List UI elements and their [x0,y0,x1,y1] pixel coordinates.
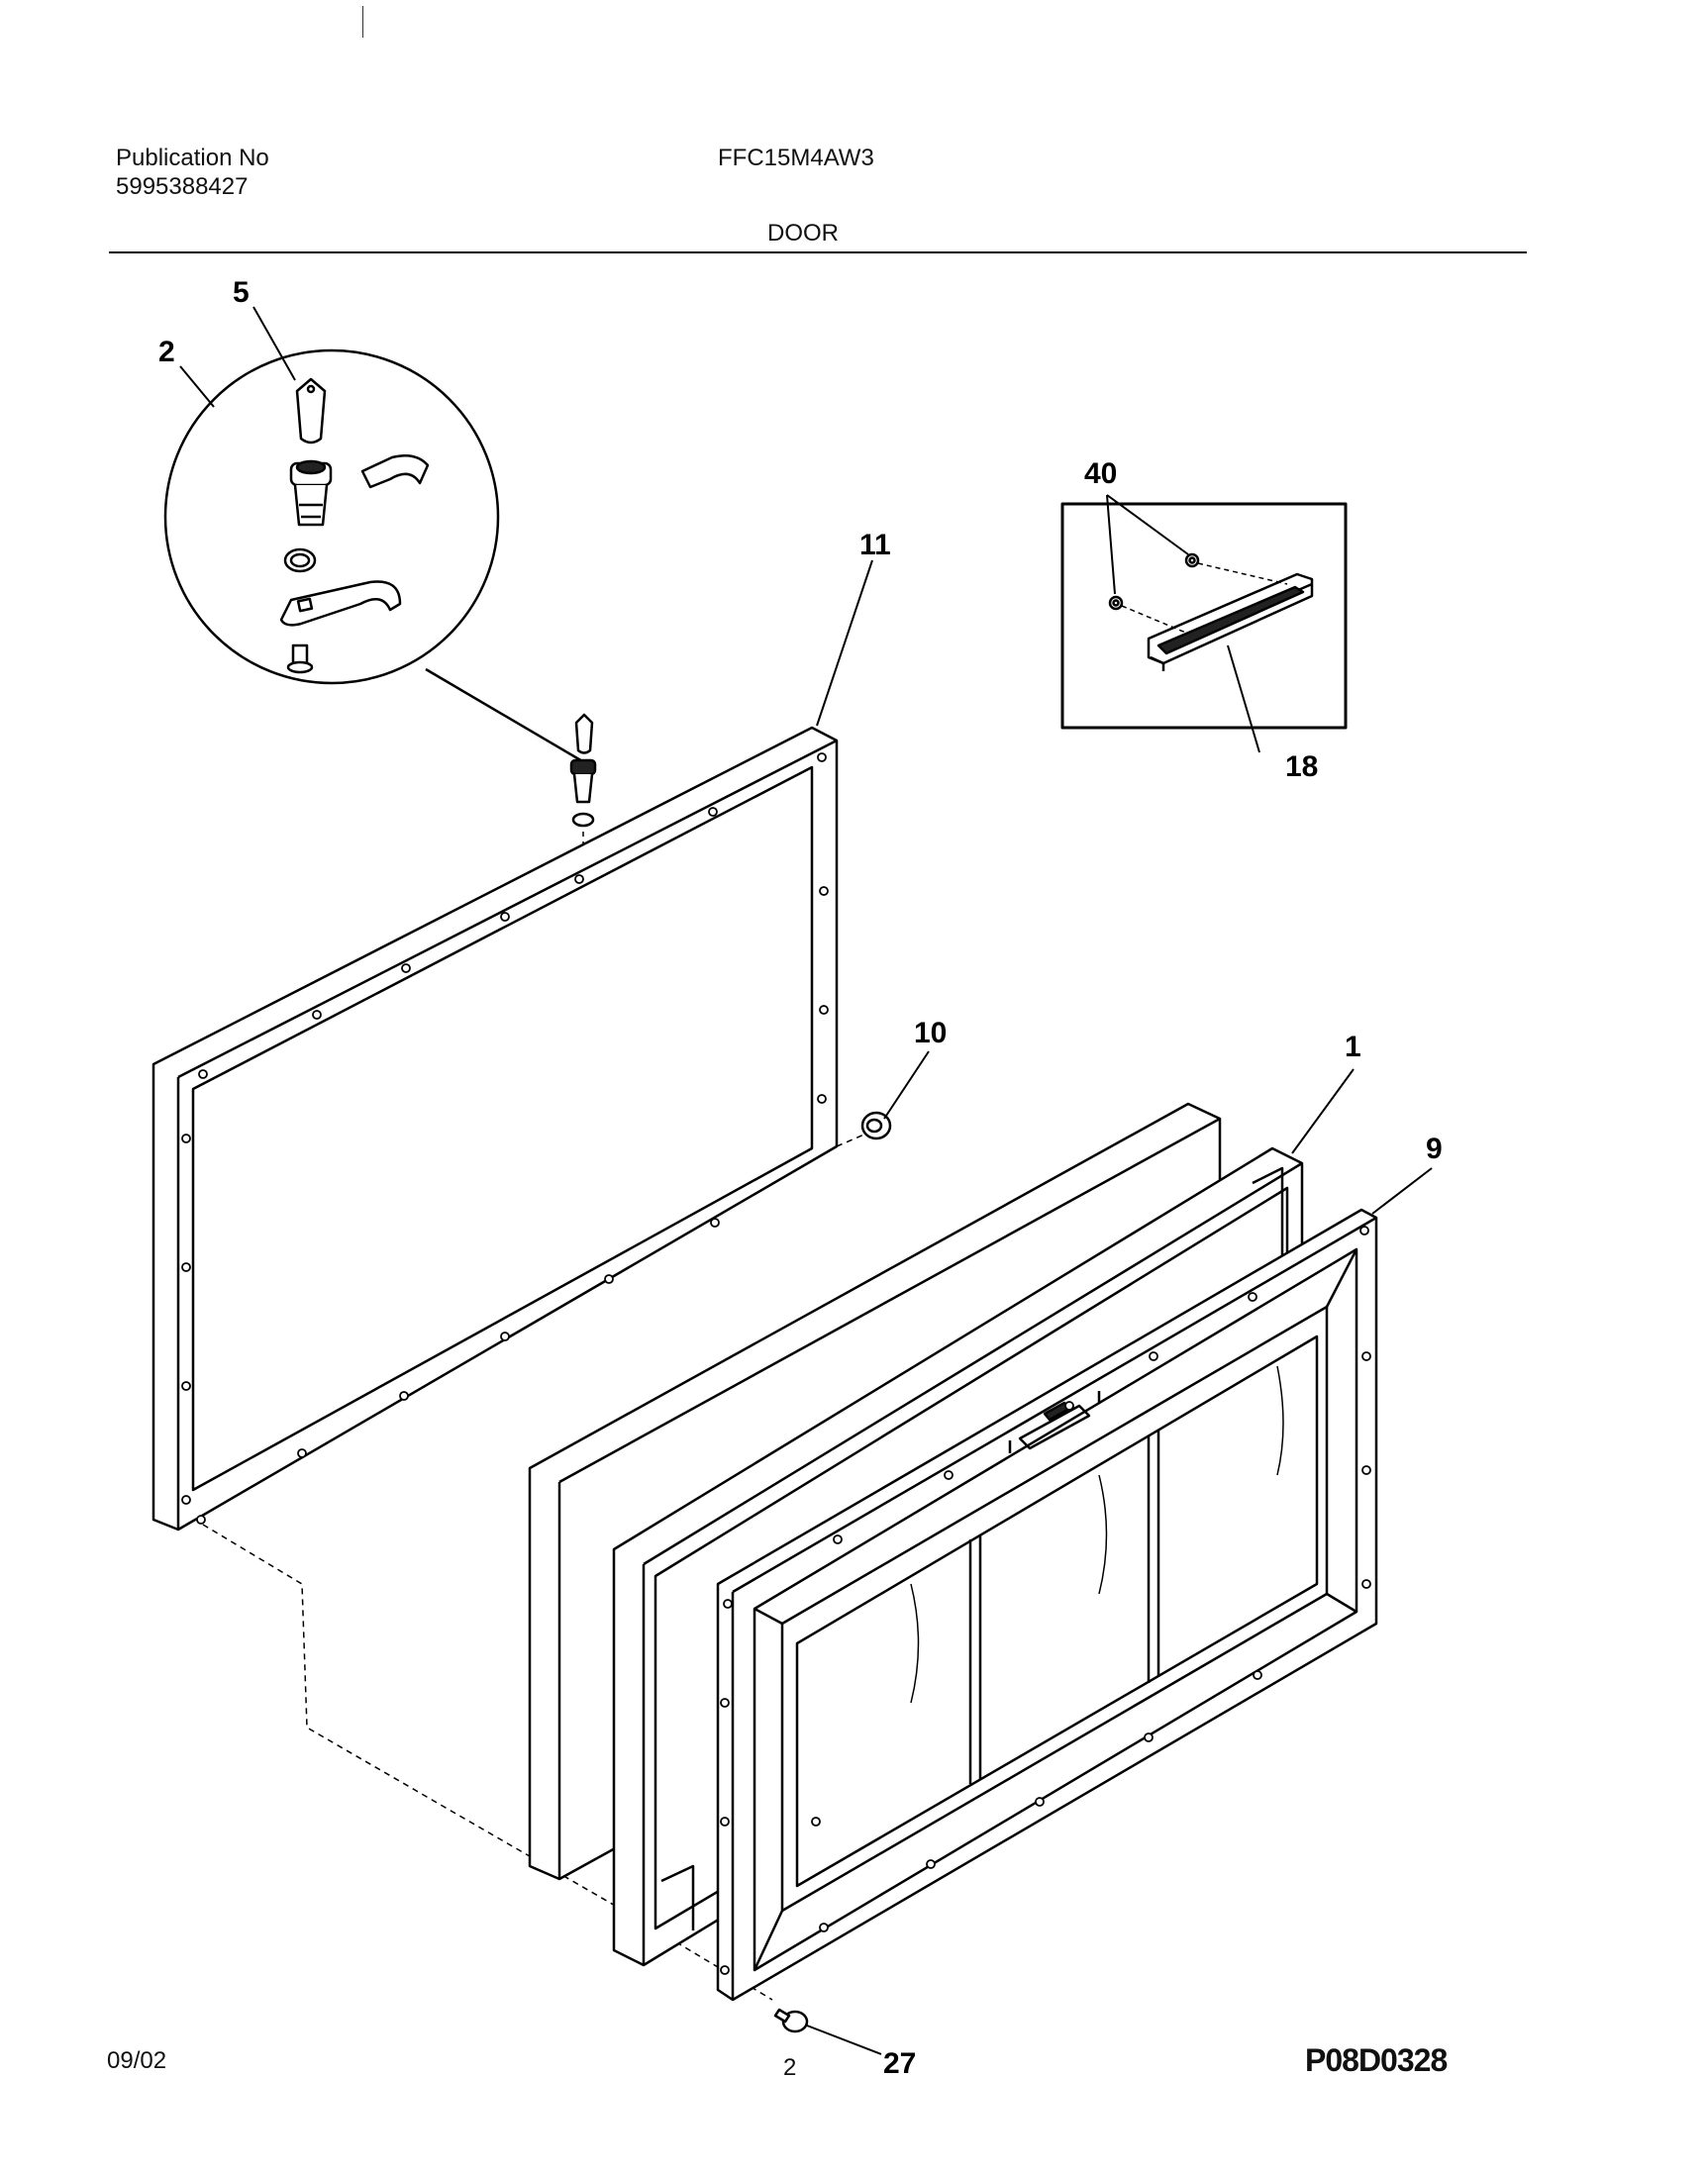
callout-5: 5 [233,276,250,309]
screw-part-27 [773,2008,809,2033]
detail-leader-line [425,667,585,764]
revision-date: 09/02 [107,2047,167,2074]
callout-2: 2 [158,336,175,368]
dashed-leader-10 [836,1133,867,1147]
drawing-code: P08D0328 [1305,2042,1448,2078]
page-number: 2 [783,2054,797,2081]
callout-40: 40 [1084,457,1117,490]
outer-door-panel [716,1208,1378,2002]
model-number: FFC15M4AW3 [718,145,874,171]
callout-leaders [179,306,1433,2055]
publication-label: Publication No [116,145,269,171]
callout-27: 27 [883,2047,916,2080]
dashed-leader-27 [202,1524,773,2001]
top-edge-mark [362,6,363,38]
callout-18: 18 [1285,750,1318,783]
callout-9: 9 [1426,1133,1443,1165]
section-title: DOOR [767,220,839,247]
callout-11: 11 [859,529,891,561]
outer-panel-screw-holes [720,1226,1371,1975]
callout-10: 10 [914,1017,947,1049]
door-bumper [860,1111,892,1140]
gasket-screw-holes [181,752,829,1525]
lock-detail-circle [163,348,500,685]
handle-detail-box [1060,502,1348,730]
publication-number: 5995388427 [116,173,249,200]
callout-1: 1 [1345,1031,1361,1063]
header-rule [109,251,1527,253]
